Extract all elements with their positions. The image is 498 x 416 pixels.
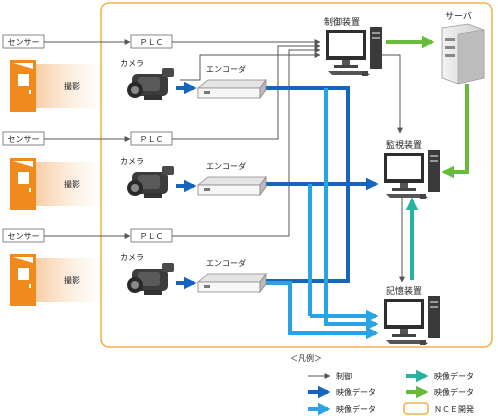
legend-label-video-teal: 映像データ [434,371,474,381]
control-device-label: 制御装置 [324,16,360,28]
pc-icon [384,150,440,199]
shooting-glow [36,258,106,302]
control-lines [44,39,405,283]
legend-label-control: 制御 [336,371,352,381]
camera-label: カメラ [120,59,144,68]
plc-box [130,34,173,49]
encoder-icon [197,273,267,293]
light-blue-video-lines [266,88,379,340]
plc-box [130,228,173,243]
monitor-device-label: 監視装置 [386,139,422,151]
dark-blue-video-lines [176,81,379,290]
encoder-label: エンコーダ [206,161,246,171]
sensor-box [2,131,45,146]
encoder-icon [197,176,267,196]
server: サーバ [441,11,485,85]
legend-label-video-light: 映像データ [336,404,376,414]
legend-label-nce-scope: ＮＣＥ開発 [434,405,474,414]
legend-label-video-dark: 映像データ [336,387,376,397]
pc-icon [326,27,382,76]
camera-label: カメラ [120,253,144,262]
encoder-icon [197,79,267,99]
sensor-box [2,228,45,243]
sensor-label: センサー [8,232,40,241]
shooting-glow [36,162,106,206]
sensor-label: センサー [8,135,40,144]
sensor-label: センサー [8,38,40,47]
camera-icon [127,68,174,100]
row-3: センサー ＰＬＣ 撮影 カメラ エンコーダ [2,228,267,306]
legend: ＜凡例＞ 制御 映像データ 映像データ 映像データ 映像データ ＮＣＥ開発 [290,353,474,416]
door-icon [10,158,36,210]
door-icon [10,254,36,306]
shooting-label: 撮影 [64,179,80,189]
camera-icon [127,166,174,198]
row-1: センサー ＰＬＣ 撮影 カメラ エンコーダ [2,34,267,112]
legend-title: ＜凡例＞ [290,353,322,363]
plc-label: ＰＬＣ [140,232,164,241]
legend-label-video-green: 映像データ [434,387,474,397]
plc-label: ＰＬＣ [140,38,164,47]
control-device: 制御装置 [324,16,382,76]
encoder-label: エンコーダ [206,258,246,268]
camera-icon [127,263,174,295]
storage-device-label: 記憶装置 [386,285,422,297]
camera-label: カメラ [120,157,144,166]
row-2: センサー ＰＬＣ 撮影 カメラ エンコーダ [2,131,267,210]
legend-swatch-nce-scope [403,402,429,415]
pc-icon [384,296,440,345]
sensor-box [2,34,45,49]
shooting-label: 撮影 [64,81,80,91]
storage-device: 記憶装置 [384,285,440,345]
encoder-label: エンコーダ [206,64,246,74]
plc-box [130,131,173,146]
door-icon [10,60,36,112]
shooting-label: 撮影 [64,275,80,285]
shooting-glow [36,64,106,108]
green-video-lines [386,35,469,179]
server-label: サーバ [445,11,472,22]
plc-label: ＰＬＣ [140,135,164,144]
monitor-device: 監視装置 [384,139,440,199]
